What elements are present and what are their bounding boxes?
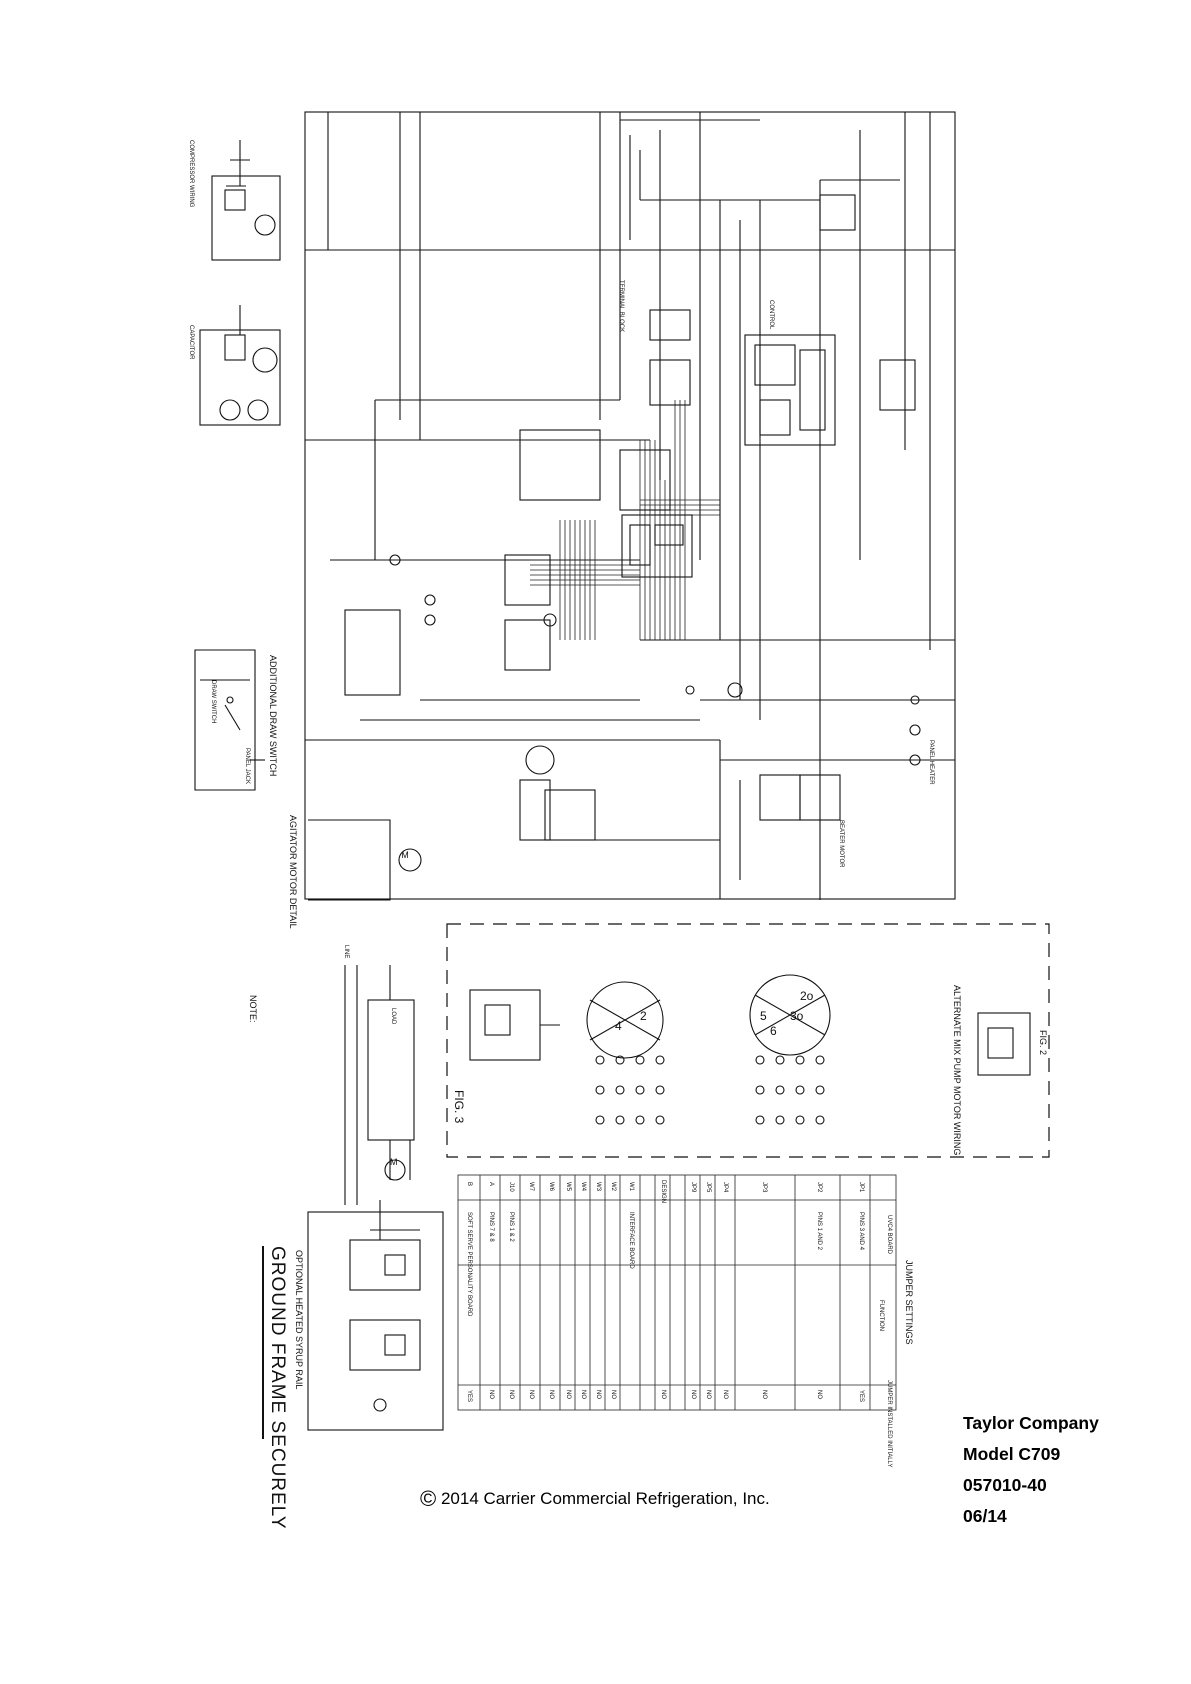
terminal-cluster	[649, 194, 916, 411]
svg-text:COMPRESSOR WIRING: COMPRESSOR WIRING	[188, 140, 194, 208]
jumper-row-installed: YES	[858, 1390, 864, 1402]
jumper-row-installed: NO	[548, 1390, 554, 1399]
jumper-row-id: JP1	[858, 1182, 864, 1193]
svg-text:CONTROL: CONTROL	[768, 300, 774, 330]
line-load-relay: M LINE LOAD NOTE:	[248, 945, 415, 1205]
jumper-row-installed: NO	[610, 1390, 616, 1399]
copyright-notice: © 2014 Carrier Commercial Refrigeration,…	[420, 1486, 840, 1512]
alternate-pump-wiring-box: ALTERNATE MIX PUMP MOTOR WIRING FIG. 2 F…	[446, 923, 1050, 1158]
jumper-settings-title: JUMPER SETTINGS	[904, 1260, 914, 1345]
jumper-row-id: J10	[508, 1182, 514, 1192]
coils	[389, 554, 921, 775]
svg-text:5: 5	[760, 1009, 767, 1023]
panel-jack-label: PANEL JACK	[244, 748, 250, 784]
svg-text:3o: 3o	[790, 1009, 804, 1023]
copyright-symbol: ©	[420, 1486, 437, 1511]
control-board	[621, 334, 836, 578]
jumper-row-installed: NO	[565, 1390, 571, 1399]
jumper-row-pins: PINS 3 AND 4	[858, 1212, 864, 1251]
svg-text:BEATER MOTOR: BEATER MOTOR	[838, 820, 844, 868]
jumper-header-installed: JUMPER INSTALLED INITIALLY	[886, 1380, 892, 1467]
main-schematic: TERMINAL BLOCK CONTROL PANEL HEATER BEAT…	[304, 111, 956, 900]
jumper-row-installed: NO	[660, 1390, 666, 1399]
jumper-header-function: FUNCTION	[878, 1300, 884, 1331]
jumper-row-pins: PINS 1 AND 2	[816, 1212, 822, 1251]
contactor-group	[344, 429, 841, 841]
fig3-label: FIG. 3	[452, 1090, 466, 1124]
jumper-row-id: W4	[580, 1182, 586, 1192]
jumper-header-uvc4: UVC4 BOARD	[886, 1215, 892, 1255]
jumper-row-pins: PINS 1 & 2	[508, 1212, 514, 1242]
line-label: LINE	[343, 945, 349, 958]
jumper-row-installed: NO	[722, 1390, 728, 1399]
jumper-row-installed: NO	[705, 1390, 711, 1399]
model-number: Model C709	[963, 1444, 1061, 1464]
jumper-row-id: B	[466, 1182, 472, 1186]
fig2-label: FIG. 2	[1038, 1030, 1048, 1055]
jumper-row-id: JP9	[690, 1182, 696, 1193]
jumper-row-id: W5	[565, 1182, 571, 1192]
agitator-motor-detail: M AGITATOR MOTOR DETAIL	[288, 815, 422, 929]
optional-rail-label: OPTIONAL HEATED SYRUP RAIL	[294, 1250, 304, 1389]
jumper-row-installed: NO	[595, 1390, 601, 1399]
jumper-row-installed: NO	[690, 1390, 696, 1399]
pump-wiring-detail: CAPACITOR	[188, 305, 281, 426]
jumper-row-id: W1	[628, 1182, 634, 1192]
jumper-row-pins: PINS 7 & 8	[488, 1212, 494, 1242]
ground-frame-label: GROUND FRAME SECURELY	[267, 1246, 288, 1530]
jumper-table: JUMPER INSTALLED INITIALLY UVC4 BOARD FU…	[457, 1174, 914, 1467]
additional-draw-switch-label: ADDITIONAL DRAW SWITCH	[268, 655, 278, 776]
jumper-row-installed: NO	[528, 1390, 534, 1399]
jumper-row-installed: YES	[466, 1390, 472, 1402]
draw-switch-label: DRAW SWITCH	[210, 680, 216, 723]
jumper-row-installed: NO	[761, 1390, 767, 1399]
jumper-row-id: W6	[548, 1182, 554, 1192]
jumper-row-pins: SOFT SERVE PERSONALITY BOARD	[466, 1212, 472, 1317]
draw-switch-detail: ADDITIONAL DRAW SWITCH DRAW SWITCH PANEL…	[194, 649, 278, 791]
agitator-motor-label: AGITATOR MOTOR DETAIL	[288, 815, 298, 929]
alternate-pump-label: ALTERNATE MIX PUMP MOTOR WIRING	[952, 985, 962, 1155]
heated-syrup-rail: OPTIONAL HEATED SYRUP RAIL GROUND FRAME …	[262, 1200, 444, 1530]
revision-date: 06/14	[963, 1506, 1007, 1526]
jumper-row-installed: NO	[816, 1390, 822, 1399]
jumper-row-id: DESIGN	[660, 1180, 666, 1203]
svg-text:M: M	[401, 850, 409, 860]
jumper-row-pins: INTERFACE BOARD	[628, 1212, 634, 1269]
svg-text:2o: 2o	[800, 989, 814, 1003]
svg-text:TERMINAL BLOCK: TERMINAL BLOCK	[618, 280, 624, 332]
motor-wiring-detail: COMPRESSOR WIRING	[188, 140, 281, 261]
svg-text:4: 4	[615, 1019, 622, 1033]
jumper-row-id: JP3	[761, 1182, 767, 1193]
svg-text:M: M	[390, 1157, 398, 1167]
svg-text:CAPACITOR: CAPACITOR	[188, 325, 194, 360]
jumper-row-installed: NO	[488, 1390, 494, 1399]
company-name: Taylor Company	[963, 1413, 1099, 1433]
jumper-row-installed: NO	[580, 1390, 586, 1399]
copyright-text: 2014 Carrier Commercial Refrigeration, I…	[440, 1489, 770, 1508]
jumper-row-id: JP4	[722, 1182, 728, 1193]
jumper-row-id: A	[488, 1182, 494, 1186]
svg-text:6: 6	[770, 1024, 777, 1038]
jumper-row-installed: NO	[508, 1390, 514, 1399]
jumper-row-id: JP2	[816, 1182, 822, 1193]
title-block: Taylor Company Model C709 057010-40 06/1…	[963, 1408, 1163, 1532]
jumper-row-id: JP5	[705, 1182, 711, 1193]
jumper-row-id: W3	[595, 1182, 601, 1192]
note-label: NOTE:	[248, 995, 258, 1023]
contact-rows	[595, 1055, 825, 1125]
load-label: LOAD	[390, 1008, 396, 1025]
svg-text:PANEL HEATER: PANEL HEATER	[928, 740, 934, 785]
svg-text:2: 2	[640, 1009, 647, 1023]
jumper-row-id: W7	[528, 1182, 534, 1192]
part-number: 057010-40	[963, 1475, 1047, 1495]
jumper-row-id: W2	[610, 1182, 616, 1192]
